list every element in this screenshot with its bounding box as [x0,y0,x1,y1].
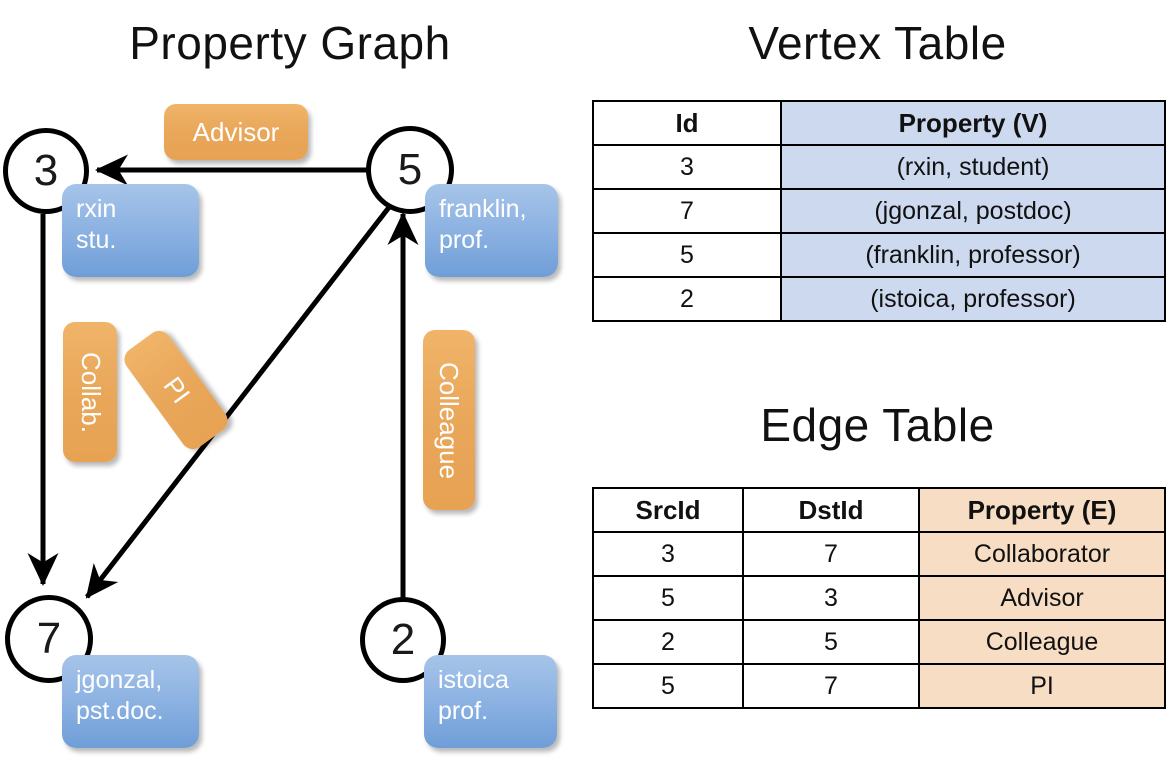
table-row: 5 3 Advisor [592,575,1166,621]
node-property-box-7: jgonzal, pst.doc. [62,655,199,748]
edge-cell-dst: 5 [742,619,920,665]
graph-edges-svg [27,154,419,599]
table-row: 7 (jgonzal, postdoc) [592,188,1166,234]
vertex-cell-property: (jgonzal, postdoc) [780,188,1166,234]
vertex-cell-id: 3 [592,144,782,190]
vertex-table-header-property: Property (V) [780,100,1166,146]
edge-cell-src: 2 [592,619,744,665]
node-property-box-3-line2: stu. [76,226,117,255]
vertex-table-header-id: Id [592,100,782,146]
edge-table-header-row: SrcId DstId Property (E) [592,487,1166,533]
table-row: 3 7 Collaborator [592,531,1166,577]
graph-node-2[interactable]: 2 [360,597,446,683]
node-property-box-7-line1: jgonzal, [76,666,163,694]
edge-cell-dst: 7 [742,663,920,709]
table-row: 3 (rxin, student) [592,144,1166,190]
vertex-cell-id: 2 [592,276,782,322]
node-property-box-2-line1: istoica [438,666,509,694]
node-property-box-5-line1: franklin, [439,195,527,223]
vertex-table: Id Property (V) 3 (rxin, student) 7 (jgo… [592,100,1166,322]
edge-cell-dst: 7 [742,531,920,577]
edge-label-advisor: Advisor [164,104,308,160]
edge-cell-property: Collaborator [918,531,1166,577]
graph-node-5-label: 5 [397,145,423,194]
table-row: 5 (franklin, professor) [592,232,1166,278]
graph-node-2-label: 2 [390,615,416,664]
vertex-cell-property: (istoica, professor) [780,276,1166,322]
page-title-vertex-table: Vertex Table [748,17,1007,69]
edge-table-header-property: Property (E) [918,487,1166,533]
edge-label-colleague: Colleague [423,330,475,510]
edge-table-header-dstid: DstId [742,487,920,533]
graph-node-3-label: 3 [33,146,59,195]
graph-node-5[interactable]: 5 [366,126,454,214]
vertex-cell-property: (franklin, professor) [780,232,1166,278]
edge-cell-dst: 3 [742,575,920,621]
vertex-cell-property: (rxin, student) [780,144,1166,190]
vertex-cell-id: 5 [592,232,782,278]
edge-cell-src: 5 [592,575,744,621]
edge-table-header-srcid: SrcId [592,487,744,533]
edge-label-collab: Collab. [63,322,117,462]
edge-cell-property: Advisor [918,575,1166,621]
edge-label-collab-text: Collab. [75,351,106,433]
graph-node-7-label: 7 [36,614,62,663]
page-title-edge-table: Edge Table [760,399,995,451]
edge-table: SrcId DstId Property (E) 3 7 Collaborato… [592,487,1166,709]
edge-label-advisor-text: Advisor [192,116,280,147]
edge-cell-property: Colleague [918,619,1166,665]
node-property-box-5-line2: prof. [439,226,490,255]
vertex-cell-id: 7 [592,188,782,234]
table-row: 5 7 PI [592,663,1166,709]
node-property-box-5: franklin, prof. [425,184,558,277]
node-property-box-3-line1: rxin [76,195,117,223]
node-property-box-2-line2: prof. [438,697,489,726]
node-property-box-7-line2: pst.doc. [76,697,164,726]
edge-arrow-pi [85,204,392,599]
edge-cell-src: 3 [592,531,744,577]
edge-cell-src: 5 [592,663,744,709]
edge-label-pi-text: PI [157,370,196,409]
edge-label-colleague-text: Colleague [434,361,465,479]
table-row: 2 (istoica, professor) [592,276,1166,322]
node-property-box-3: rxin stu. [62,184,199,277]
vertex-table-header-row: Id Property (V) [592,100,1166,146]
edge-cell-property: PI [918,663,1166,709]
node-property-box-2: istoica prof. [424,655,557,748]
table-row: 2 5 Colleague [592,619,1166,665]
page-title-property-graph: Property Graph [129,17,451,69]
